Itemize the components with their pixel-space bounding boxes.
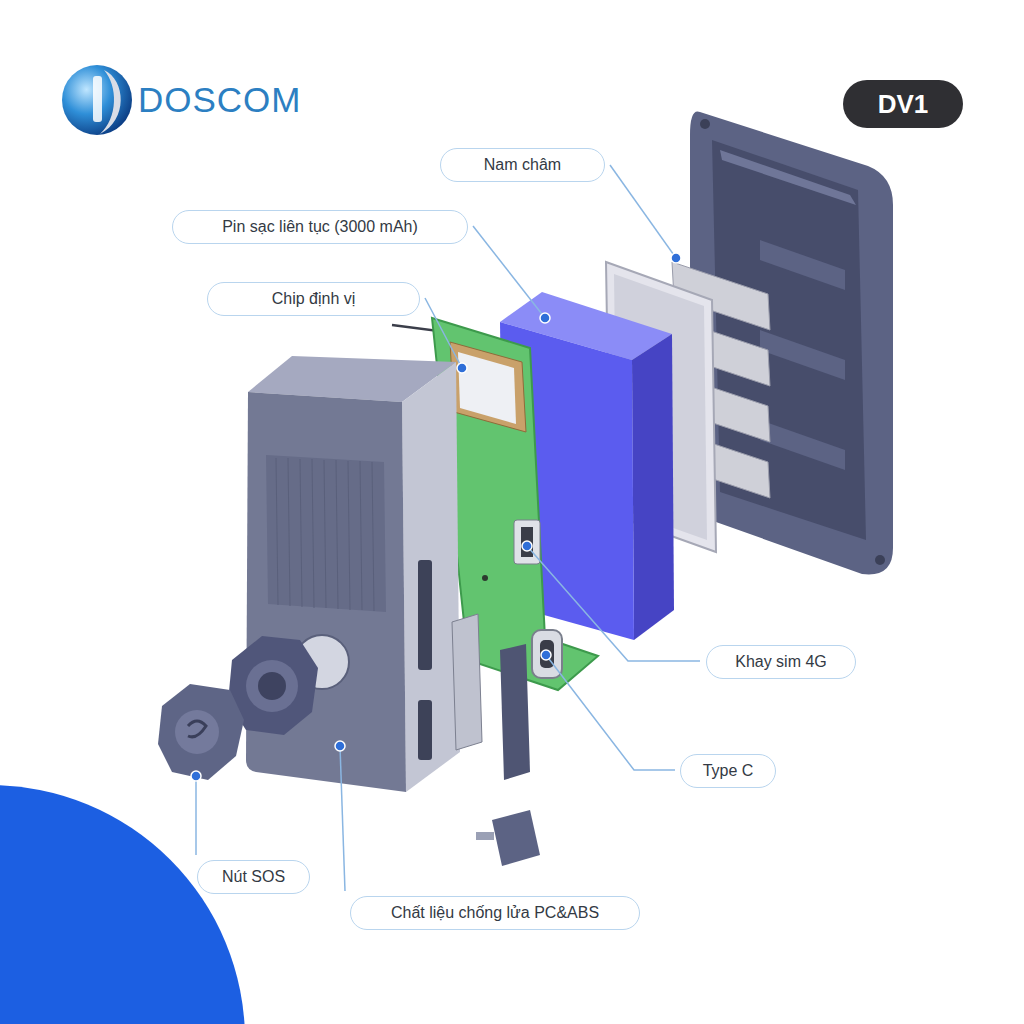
- label-text: DV1: [878, 89, 929, 120]
- metal-clip: [452, 614, 482, 750]
- callout-label: Chip định vị: [207, 282, 420, 316]
- brand-name: DOSCOM: [138, 80, 302, 120]
- label-text: Type C: [703, 762, 754, 780]
- callout-label: Khay sim 4G: [706, 645, 856, 679]
- label-text: Pin sạc liên tục (3000 mAh): [222, 218, 418, 236]
- label-text: Nút SOS: [222, 868, 285, 886]
- usb-stick: [476, 810, 540, 866]
- bracket: [500, 644, 530, 780]
- callout-label: Chất liệu chống lửa PC&ABS: [350, 896, 640, 930]
- sos-button: [158, 636, 318, 780]
- callout-label: Nút SOS: [197, 860, 310, 894]
- label-text: Chất liệu chống lửa PC&ABS: [391, 904, 599, 922]
- corner-shape: [0, 785, 245, 1024]
- leader-lines: [196, 165, 700, 891]
- callout-label: Type C: [680, 754, 776, 788]
- logo-mark: [62, 65, 132, 135]
- leader-dots: [191, 253, 681, 781]
- label-text: Chip định vị: [272, 290, 356, 308]
- model-badge: DV1: [843, 80, 963, 128]
- label-text: Khay sim 4G: [735, 653, 827, 671]
- label-text: Nam châm: [484, 156, 561, 174]
- callout-label: Nam châm: [440, 148, 605, 182]
- callout-label: Pin sạc liên tục (3000 mAh): [172, 210, 468, 244]
